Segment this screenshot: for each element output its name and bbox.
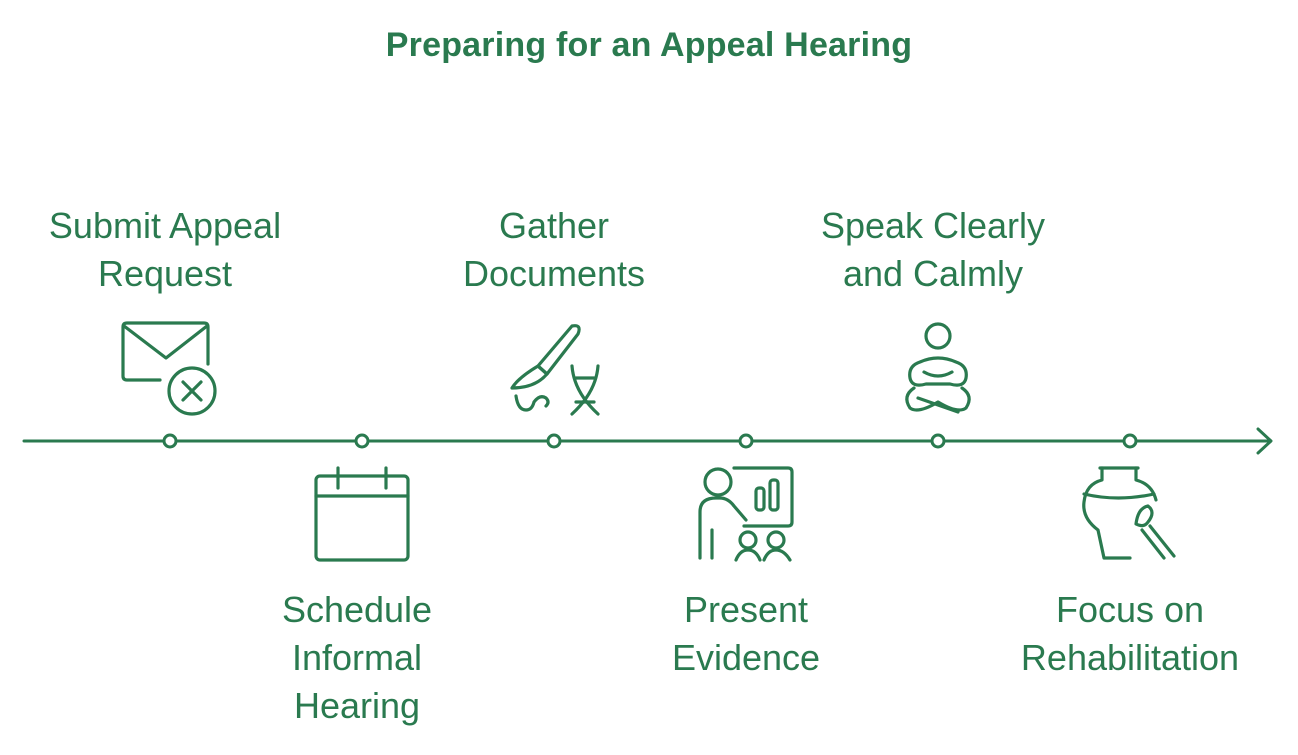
step-label-submit-appeal: Submit Appeal Request <box>48 205 282 294</box>
step-label-focus-rehabilitation: Focus on Rehabilitation <box>1020 589 1240 678</box>
meditation-person-icon <box>905 322 971 414</box>
timeline-node-1 <box>162 433 178 449</box>
envelope-x-icon <box>121 321 217 416</box>
step-label-present-evidence: Present Evidence <box>671 589 821 678</box>
diagram-title: Preparing for an Appeal Hearing <box>385 26 913 64</box>
timeline-node-3 <box>546 433 562 449</box>
step-label-speak-clearly: Speak Clearly and Calmly <box>820 205 1046 294</box>
timeline-node-2 <box>354 433 370 449</box>
timeline-arrowhead <box>1256 427 1273 455</box>
presenter-chart-icon <box>698 466 794 562</box>
timeline-node-6 <box>1122 433 1138 449</box>
vase-brush-icon <box>1082 466 1176 560</box>
calendar-icon <box>314 466 410 562</box>
timeline-node-5 <box>930 433 946 449</box>
timeline-node-4 <box>738 433 754 449</box>
step-label-gather-documents: Gather Documents <box>462 205 646 294</box>
scalpel-dna-icon <box>510 324 600 416</box>
step-label-schedule-hearing: Schedule Informal Hearing <box>281 589 433 726</box>
